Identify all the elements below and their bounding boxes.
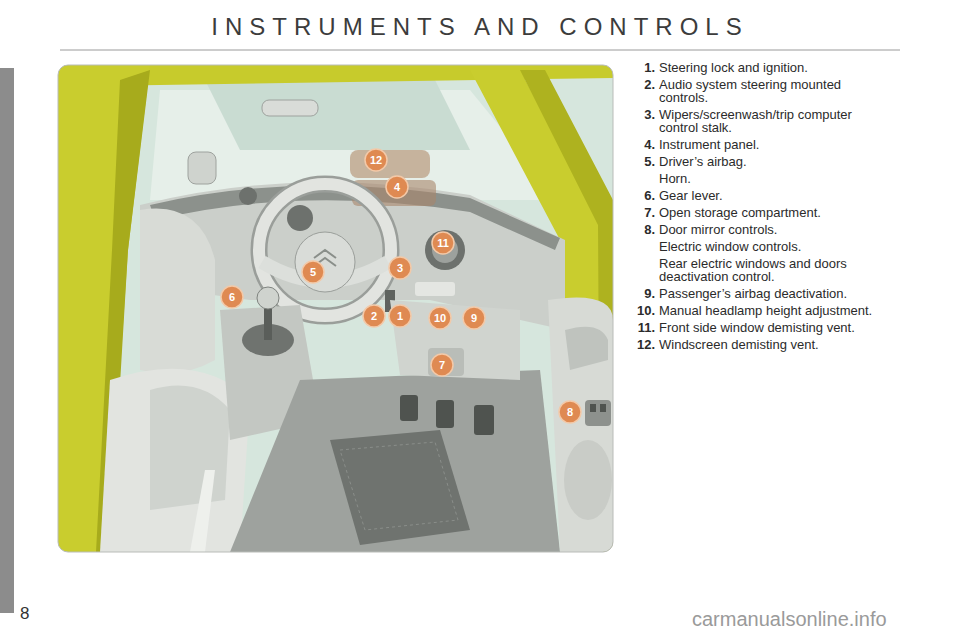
item-number: 5. — [623, 155, 655, 168]
item-description: Gear lever. — [659, 189, 887, 202]
item-description: Manual headlamp height adjustment. — [659, 304, 887, 317]
item-number: 10. — [623, 304, 655, 317]
callout-number: 12 — [365, 149, 387, 171]
item-number: 6. — [623, 189, 655, 202]
item-description: Audio system steering mounted controls. — [659, 78, 887, 104]
callout-number: 4 — [386, 176, 408, 198]
page-number: 8 — [20, 604, 29, 624]
car-interior — [58, 65, 613, 552]
item-description: Passenger’s airbag deactivation. — [659, 287, 887, 300]
item-description: Horn. — [659, 172, 887, 185]
callout-number: 7 — [431, 354, 453, 376]
callout-badge — [431, 354, 453, 376]
item-number: 9. — [623, 287, 655, 300]
watermark: carmanualsonline.info — [692, 608, 887, 631]
item-description: Rear electric windows and doors deactiva… — [659, 257, 887, 283]
callout-badge — [463, 307, 485, 329]
side-bar — [0, 68, 14, 613]
callout-badge — [386, 176, 408, 198]
item-description: Windscreen demisting vent. — [659, 338, 887, 351]
callout-number: 5 — [302, 261, 324, 283]
callout-number: 2 — [363, 305, 385, 327]
callout-badge — [221, 286, 243, 308]
item-description: Wipers/screenwash/trip computer control … — [659, 108, 887, 134]
callout-badge — [302, 261, 324, 283]
callout-badge — [389, 257, 411, 279]
callout-number: 9 — [463, 307, 485, 329]
page-title: INSTRUMENTS AND CONTROLS — [0, 13, 960, 41]
item-description: Steering lock and ignition. — [659, 61, 887, 74]
callout-number: 6 — [221, 286, 243, 308]
item-description: Front side window demisting vent. — [659, 321, 887, 334]
item-description: Instrument panel. — [659, 138, 887, 151]
item-number: 12. — [623, 338, 655, 351]
item-description: Electric window controls. — [659, 240, 887, 253]
callout-badge — [432, 232, 454, 254]
callout-badge — [363, 305, 385, 327]
item-number: 1. — [623, 61, 655, 74]
item-description: Door mirror controls. — [659, 223, 887, 236]
callout-number: 11 — [432, 232, 454, 254]
item-number: 3. — [623, 108, 655, 121]
title-rule — [60, 50, 900, 51]
item-number: 8. — [623, 223, 655, 236]
item-description: Driver’s airbag. — [659, 155, 887, 168]
callout-badge — [429, 307, 451, 329]
callout-badge — [365, 149, 387, 171]
callout-badge — [389, 305, 411, 327]
item-number: 2. — [623, 78, 655, 91]
item-number: 4. — [623, 138, 655, 151]
callout-badge — [559, 401, 581, 423]
item-number: 7. — [623, 206, 655, 219]
item-description: Open storage compartment. — [659, 206, 887, 219]
callout-number: 1 — [389, 305, 411, 327]
callout-number: 10 — [429, 307, 451, 329]
callout-number: 8 — [559, 401, 581, 423]
item-number: 11. — [623, 321, 655, 334]
callout-number: 3 — [389, 257, 411, 279]
